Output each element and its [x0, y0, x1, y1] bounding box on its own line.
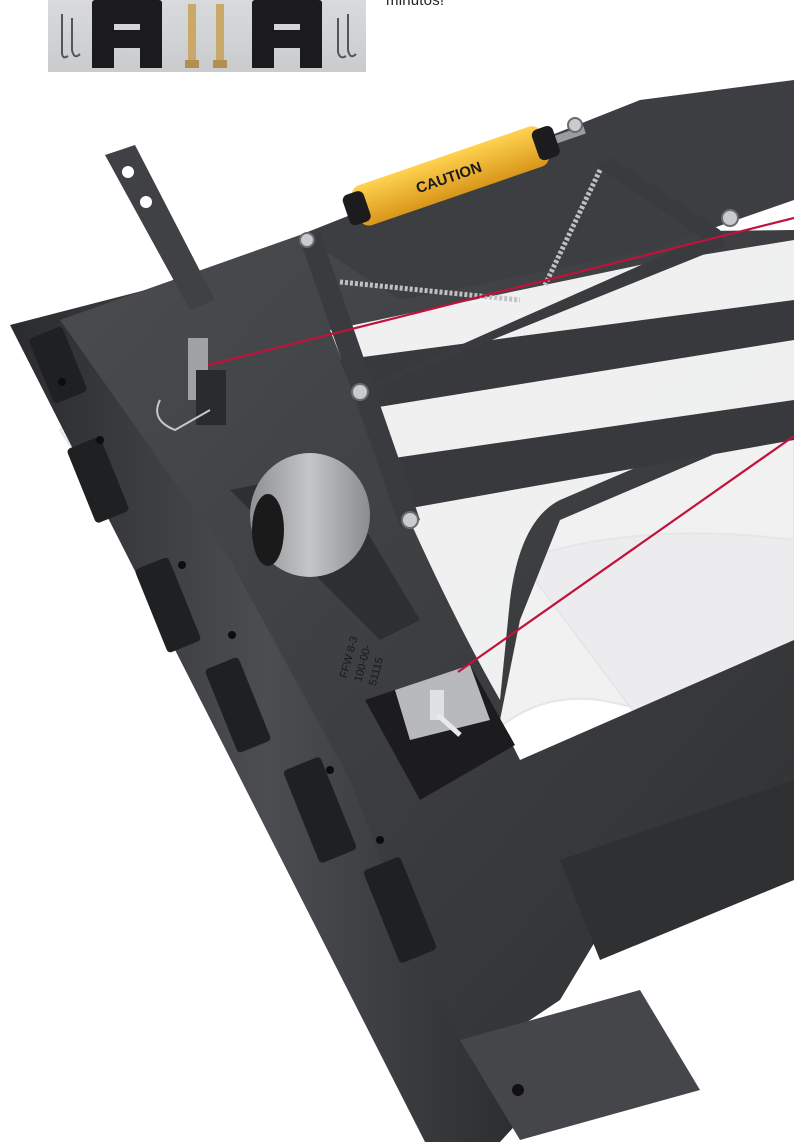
black-clamp-right: [252, 0, 322, 68]
gas-cylinder: CAUTION: [342, 125, 586, 226]
rail-holes: [58, 378, 384, 844]
slide-rail-pads: [29, 327, 437, 963]
spring-clip-right: [337, 14, 357, 59]
linkage-bolts: [299, 117, 739, 529]
parts-thumbnail: [48, 0, 366, 72]
tension-spring-vertical: [542, 168, 603, 287]
callout-lines: [207, 216, 794, 673]
mounting-frame: [10, 80, 794, 1142]
pin-right: [213, 4, 227, 68]
pivot-roller: [230, 453, 420, 640]
linkage-arms: [300, 158, 725, 528]
caption-text: minutos!: [386, 0, 445, 9]
upper-latch-bracket: [156, 338, 226, 432]
callout-line-lower: [457, 435, 794, 673]
pin-left: [185, 4, 199, 68]
callout-line-upper: [207, 216, 794, 367]
black-clamp-left: [92, 0, 162, 68]
parts-thumbnail-graphic: [61, 0, 357, 68]
tension-spring-horizontal: [339, 279, 521, 303]
lower-latch-bracket: [365, 665, 515, 800]
spring-clip-left: [61, 14, 81, 59]
upright-tab: [105, 145, 215, 310]
